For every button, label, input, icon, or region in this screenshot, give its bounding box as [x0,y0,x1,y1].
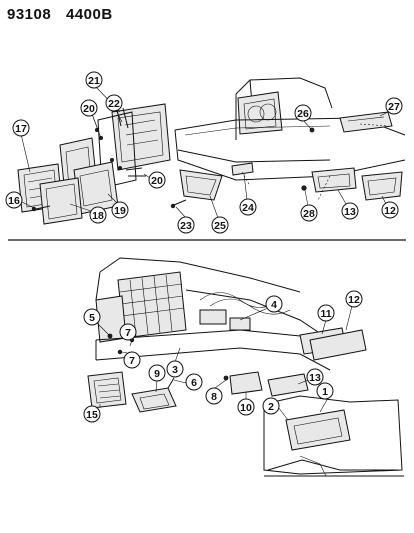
figure-code: 4400B [66,6,113,23]
callout-7-upper: 7 [125,327,131,339]
callout-8: 8 [211,391,217,403]
doc-number: 93108 [7,6,52,23]
callout-20-top: 20 [83,103,95,115]
callout-13-bottom: 13 [309,372,321,384]
callout-10: 10 [240,402,252,414]
callout-3: 3 [172,364,178,376]
callout-12-top: 12 [384,205,396,217]
callout-18: 18 [92,210,104,222]
callout-19: 19 [114,205,126,217]
rear-end-assembly [170,77,406,209]
callout-12-bottom: 12 [348,294,360,306]
callout-11: 11 [320,308,331,320]
callout-27: 27 [388,101,400,113]
callout-24: 24 [242,202,254,214]
callout-25: 25 [214,220,226,232]
callout-28: 28 [303,208,315,220]
callout-4: 4 [271,299,277,311]
callout-22: 22 [108,98,120,110]
callout-26: 26 [297,108,309,120]
callout-16: 16 [8,195,20,207]
callout-1: 1 [322,386,328,398]
callout-20-bottom: 20 [151,175,163,187]
callout-9: 9 [154,368,160,380]
callout-21: 21 [88,75,100,87]
callout-5: 5 [89,312,95,324]
callout-17: 17 [15,123,27,135]
callout-15: 15 [86,409,98,421]
callout-6: 6 [191,377,197,389]
callout-7-lower: 7 [129,355,135,367]
callout-23: 23 [180,220,192,232]
front-end-assembly [87,257,404,477]
headlamp-assembly [17,103,171,225]
callout-2: 2 [268,401,274,413]
callout-labels: 17 16 18 19 20 20 21 22 [5,71,403,423]
callout-13-top: 13 [344,206,356,218]
